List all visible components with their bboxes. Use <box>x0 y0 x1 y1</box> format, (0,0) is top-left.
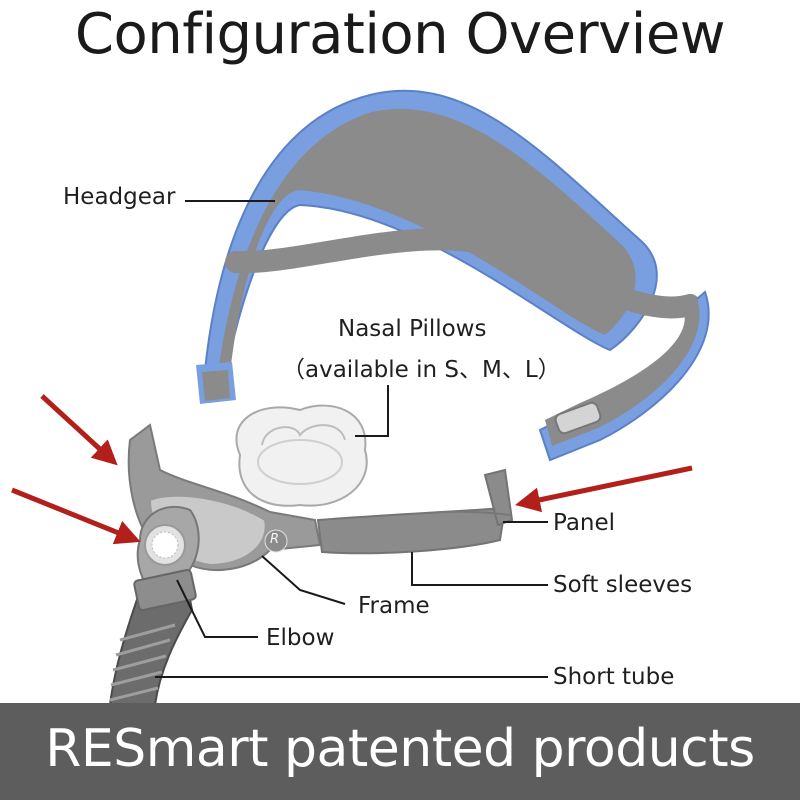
label-short-tube: Short tube <box>553 664 675 690</box>
label-nasal-pillows-sizes: （available in S、M、L） <box>282 357 561 383</box>
label-nasal-pillows: Nasal Pillows <box>338 316 487 342</box>
mask-diagram <box>11 89 710 705</box>
nasal-pillows <box>235 404 368 507</box>
label-panel: Panel <box>553 510 616 536</box>
elbow <box>136 505 200 592</box>
label-soft-sleeves: Soft sleeves <box>553 572 693 598</box>
highlight-arrows <box>11 394 693 545</box>
panel-strap <box>264 468 514 555</box>
short-tube <box>108 569 197 705</box>
frame-r-mark: R <box>270 532 280 547</box>
footer-banner: RESmart patented products <box>0 703 800 800</box>
leader-lines <box>155 200 548 678</box>
headgear <box>196 89 710 462</box>
footer-text: RESmart patented products <box>45 719 755 779</box>
label-frame: Frame <box>358 593 430 619</box>
label-elbow: Elbow <box>266 625 335 651</box>
page-title: Configuration Overview <box>74 2 726 67</box>
label-headgear: Headgear <box>63 184 176 210</box>
